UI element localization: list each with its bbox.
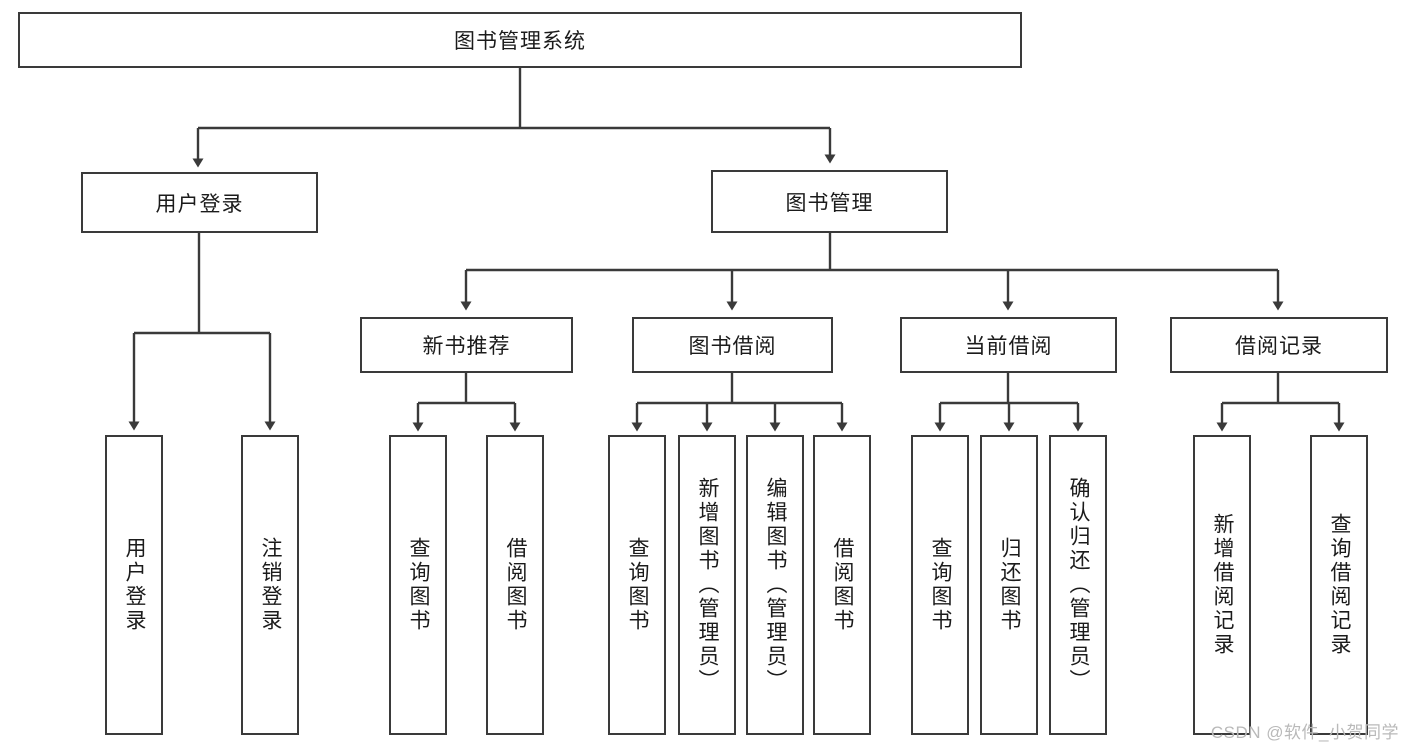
node-user-login-label: 用户登录: [155, 192, 244, 216]
node-current-borrow[interactable]: 当前借阅: [900, 317, 1117, 373]
leaf-borrow-book-2[interactable]: 借阅图书: [813, 435, 871, 735]
leaf-query-book-3[interactable]: 查询图书: [911, 435, 969, 735]
leaf-logout-login-label: 注销登录: [259, 537, 283, 633]
leaf-borrow-book-1[interactable]: 借阅图书: [486, 435, 544, 735]
leaf-confirm-return[interactable]: 确认归还（管理员）: [1049, 435, 1107, 735]
node-book-borrow[interactable]: 图书借阅: [632, 317, 833, 373]
leaf-logout-login[interactable]: 注销登录: [241, 435, 299, 735]
node-book-manage-label: 图书管理: [785, 191, 874, 215]
leaf-add-book[interactable]: 新增图书（管理员）: [678, 435, 736, 735]
node-borrow-record-label: 借阅记录: [1235, 335, 1323, 358]
leaf-confirm-return-label: 确认归还（管理员）: [1067, 477, 1091, 693]
leaf-user-login-label: 用户登录: [123, 537, 147, 633]
leaf-return-book-label: 归还图书: [998, 537, 1022, 633]
leaf-query-book-2[interactable]: 查询图书: [608, 435, 666, 735]
node-new-book-recommend-label: 新书推荐: [422, 335, 511, 358]
leaf-edit-book[interactable]: 编辑图书（管理员）: [746, 435, 804, 735]
leaf-query-record-label: 查询借阅记录: [1328, 513, 1352, 657]
leaf-user-login[interactable]: 用户登录: [105, 435, 163, 735]
leaf-add-record-label: 新增借阅记录: [1211, 513, 1235, 657]
leaf-edit-book-label: 编辑图书（管理员）: [764, 477, 788, 693]
node-new-book-recommend[interactable]: 新书推荐: [360, 317, 573, 373]
node-root-label: 图书管理系统: [454, 30, 586, 53]
leaf-return-book[interactable]: 归还图书: [980, 435, 1038, 735]
node-user-login[interactable]: 用户登录: [81, 172, 318, 233]
node-book-borrow-label: 图书借阅: [688, 335, 777, 358]
leaf-query-record[interactable]: 查询借阅记录: [1310, 435, 1368, 735]
leaf-query-book-1[interactable]: 查询图书: [389, 435, 447, 735]
leaf-add-record[interactable]: 新增借阅记录: [1193, 435, 1251, 735]
leaf-add-book-label: 新增图书（管理员）: [696, 477, 720, 693]
node-current-borrow-label: 当前借阅: [964, 335, 1053, 358]
leaf-query-book-3-label: 查询图书: [929, 537, 953, 633]
leaf-borrow-book-2-label: 借阅图书: [831, 537, 855, 633]
node-book-manage[interactable]: 图书管理: [711, 170, 948, 233]
leaf-query-book-2-label: 查询图书: [626, 537, 650, 633]
leaf-borrow-book-1-label: 借阅图书: [504, 537, 528, 633]
node-borrow-record[interactable]: 借阅记录: [1170, 317, 1388, 373]
node-root[interactable]: 图书管理系统: [18, 12, 1022, 68]
leaf-query-book-1-label: 查询图书: [407, 537, 431, 633]
